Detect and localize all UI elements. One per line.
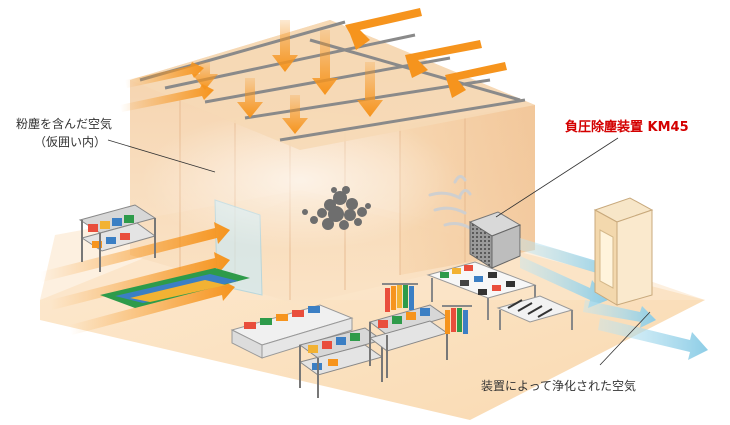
clean-air-label: 装置によって浄化された空気 [481,379,637,393]
inflow-arrows-left [40,62,235,335]
work-tables [426,261,574,330]
air-scrubber-box-icon [468,211,522,269]
cloth-racks [382,283,472,334]
filter-unit-icon [593,197,654,306]
dusty-air-label: 粉塵を含んだ空気 [16,117,113,131]
inflow-arrows-top [192,20,383,134]
clean-air-arrows [520,238,708,360]
dust-cloud-icon [302,186,371,230]
dust-haze [140,110,460,250]
internal-airflow [428,175,472,230]
inflow-arrows-top-right [345,8,507,98]
dusty-air-sublabel: （仮囲い内） [34,135,107,149]
device-label: 負圧除塵装置 KM45 [565,120,689,135]
shelf-rack-center [298,327,384,398]
shelf-rack-left [78,204,157,272]
storage-bins-center [230,304,354,359]
floor-mats [100,268,250,308]
leader-lines [107,137,651,366]
